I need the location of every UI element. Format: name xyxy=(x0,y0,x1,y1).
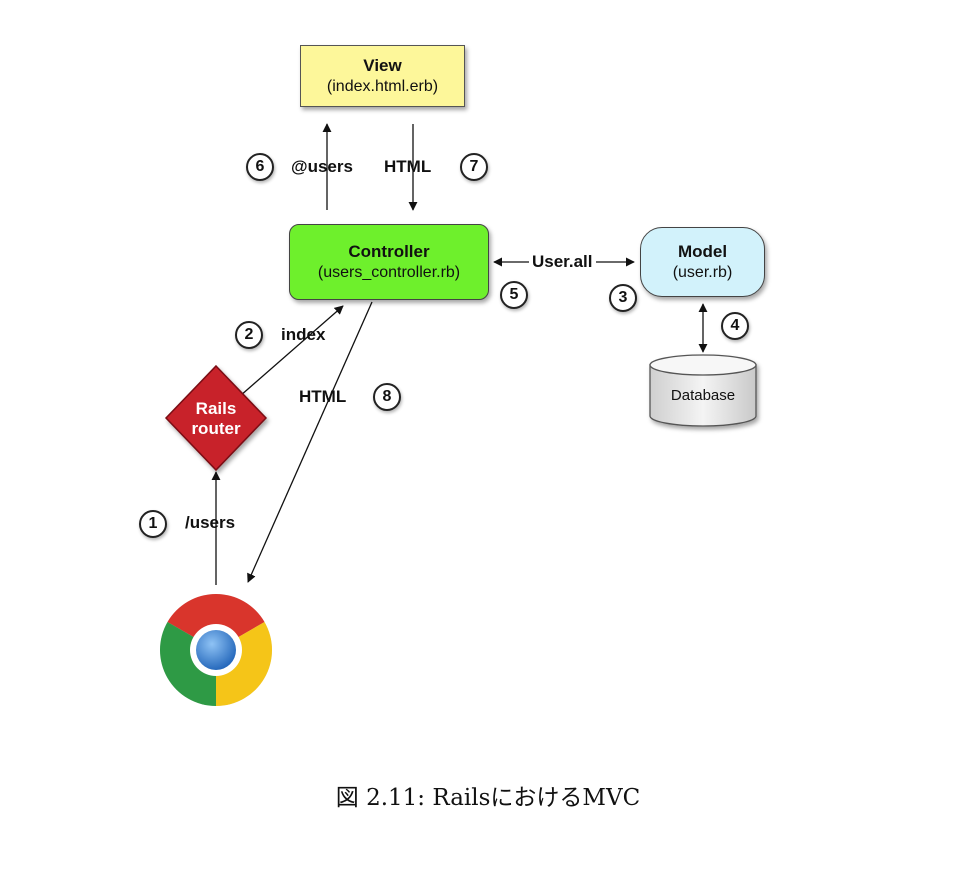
model-title: Model xyxy=(677,242,728,262)
controller-file: (users_controller.rb) xyxy=(317,263,461,281)
edge-label-html-browser: HTML xyxy=(299,387,347,406)
edge-label-html-view: HTML xyxy=(384,157,432,176)
model-file: (user.rb) xyxy=(672,263,733,281)
edge-label-user-all: User.all xyxy=(529,252,596,272)
arrow-router-to-controller xyxy=(239,305,344,397)
rails-router-diamond xyxy=(164,364,268,472)
router-label-line1: Rails xyxy=(196,399,237,418)
view-title: View xyxy=(363,56,402,76)
step-1-badge: 1 xyxy=(139,510,167,538)
model-box: Model (user.rb) xyxy=(640,227,765,297)
router-label-line2: router xyxy=(191,419,241,438)
arrow-controller-to-browser xyxy=(247,301,373,583)
figure-caption: 図 2.11: RailsにおけるMVC xyxy=(335,785,641,811)
database-cylinder xyxy=(649,354,757,427)
step-2-badge: 2 xyxy=(235,321,263,349)
controller-title: Controller xyxy=(348,242,430,262)
step-3-badge: 3 xyxy=(609,284,637,312)
step-4-badge: 4 xyxy=(721,312,749,340)
database-label: Database xyxy=(671,387,735,404)
edge-label-index: index xyxy=(281,325,326,344)
chrome-browser-icon xyxy=(159,593,273,706)
edge-label-at-users: @users xyxy=(291,157,353,176)
controller-box: Controller (users_controller.rb) xyxy=(289,224,489,300)
edge-label-users-path: /users xyxy=(185,513,236,532)
step-8-badge: 8 xyxy=(373,383,401,411)
step-7-badge: 7 xyxy=(460,153,488,181)
view-box: View (index.html.erb) xyxy=(300,45,465,107)
view-file: (index.html.erb) xyxy=(326,77,439,95)
step-6-badge: 6 xyxy=(246,153,274,181)
step-5-badge: 5 xyxy=(500,281,528,309)
